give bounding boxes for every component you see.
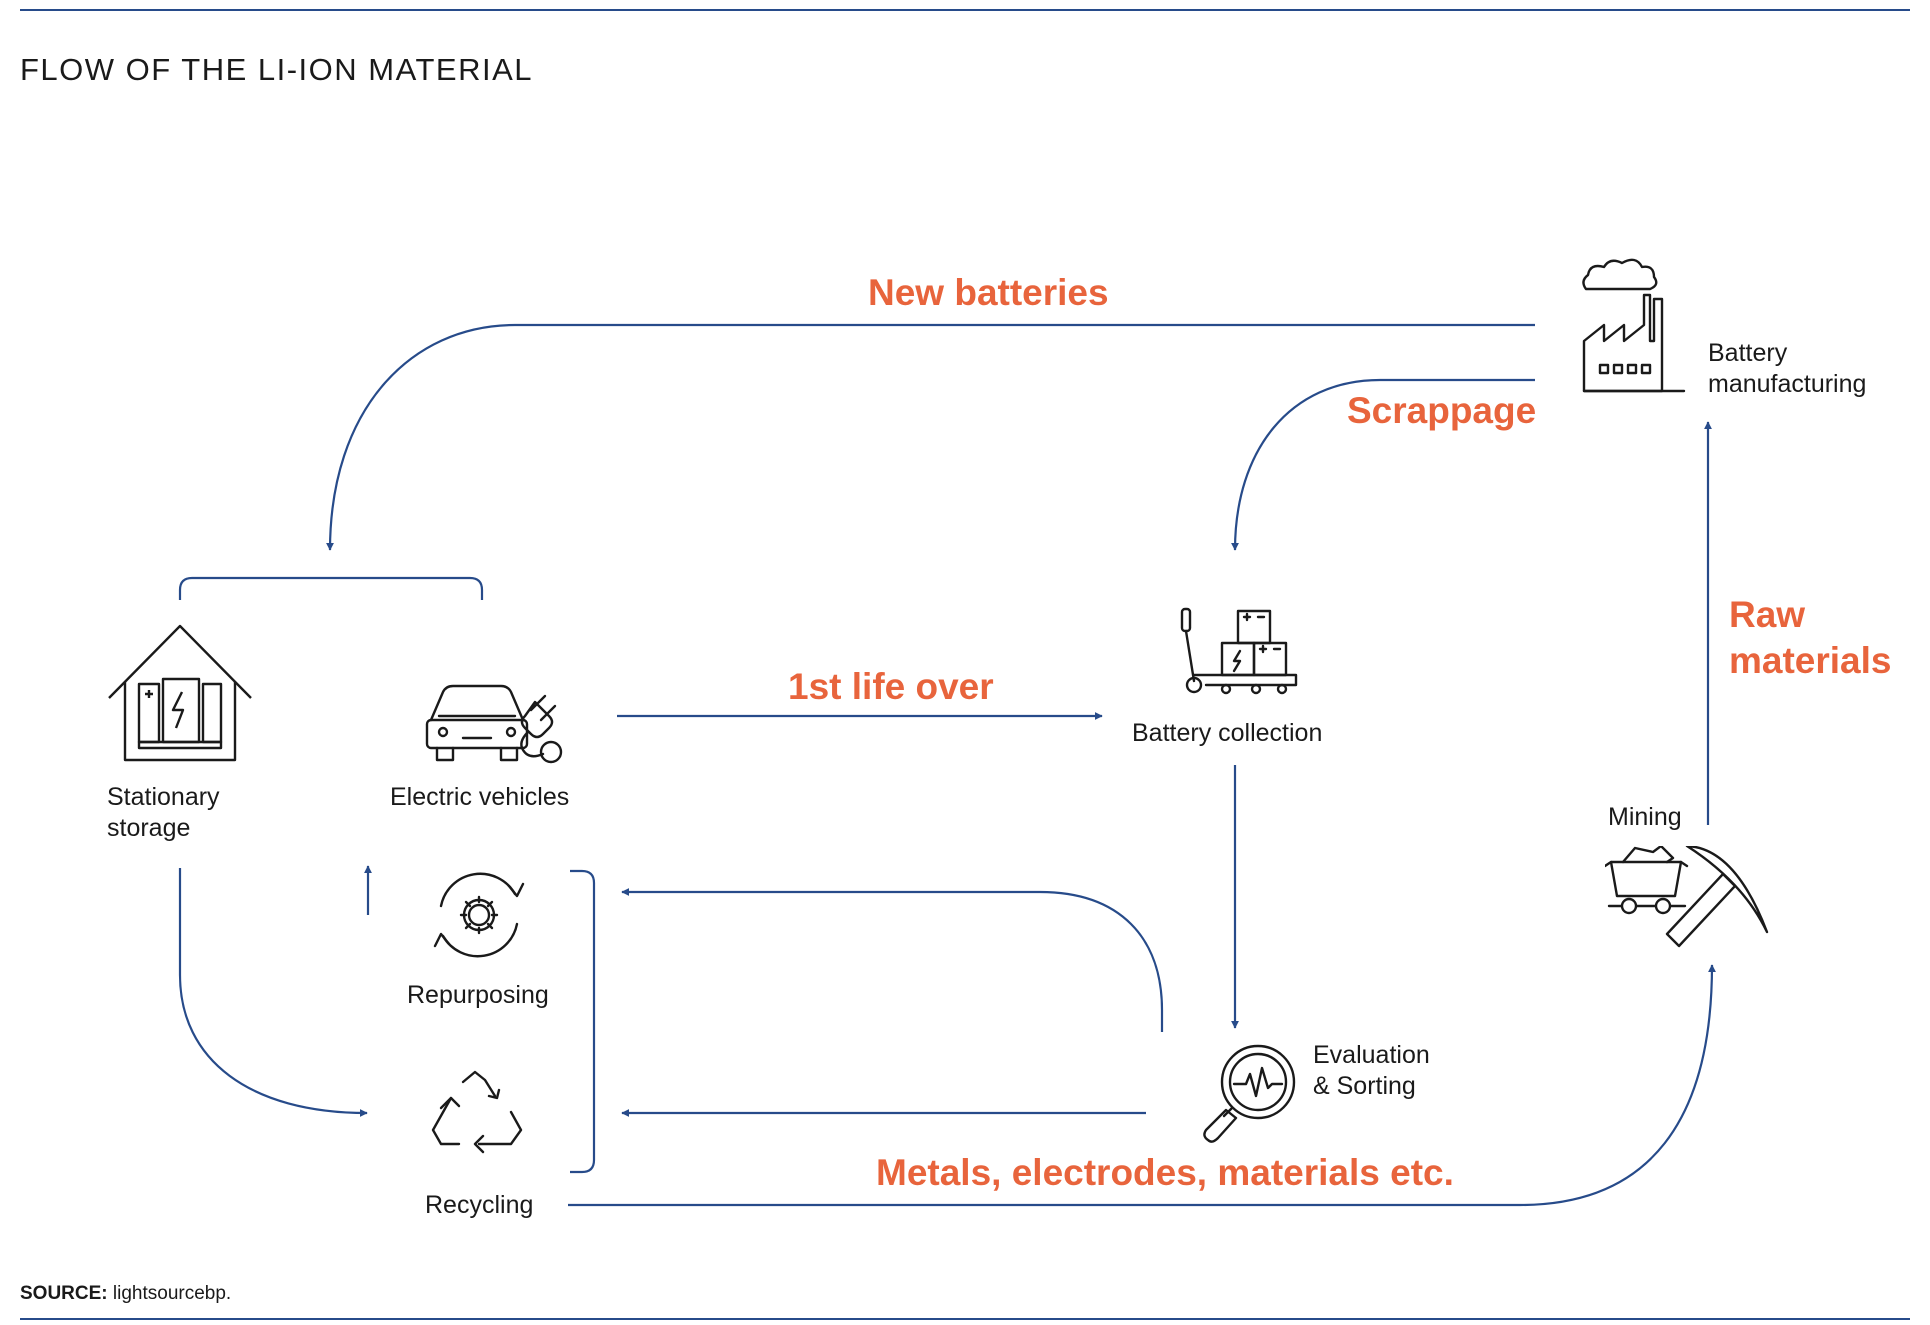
metals-label: Metals, electrodes, materials etc. xyxy=(876,1152,1454,1193)
magnifier-pulse-icon xyxy=(1203,1044,1296,1143)
scrappage-arrow xyxy=(1231,378,1535,551)
gear-cycle-icon xyxy=(433,872,525,958)
page-title: FLOW OF THE LI-ION MATERIAL xyxy=(20,52,534,87)
mine-cart-pickaxe-icon xyxy=(1605,846,1769,948)
factory-icon xyxy=(1582,258,1686,393)
source-note: SOURCE: lightsourcebp. xyxy=(20,1283,231,1305)
source-prefix: SOURCE: xyxy=(20,1283,108,1304)
repurposing-recycling-bracket xyxy=(570,869,596,1174)
bottom-rule xyxy=(20,1318,1910,1320)
mining-label: Mining xyxy=(1608,803,1682,831)
new-batteries-arrow xyxy=(326,323,1535,551)
recycle-icon xyxy=(431,1070,523,1154)
repurposing-label: Repurposing xyxy=(407,981,549,1009)
stationary-storage-label: Stationary storage xyxy=(107,783,220,842)
ev-storage-bracket xyxy=(178,576,484,600)
battery-manufacturing-label: Battery manufacturing xyxy=(1708,339,1867,398)
top-rule xyxy=(20,9,1910,11)
house-battery-icon xyxy=(108,624,252,762)
ev-car-plug-icon xyxy=(425,684,563,764)
scrappage-label: Scrappage xyxy=(1347,390,1537,431)
new-batteries-label: New batteries xyxy=(868,272,1109,313)
first-life-over-label: 1st life over xyxy=(788,666,994,707)
battery-collection-label: Battery collection xyxy=(1132,719,1323,747)
storage-to-recycling-arrow xyxy=(178,868,368,1117)
evaluation-to-repurposing-arrow xyxy=(621,888,1164,1032)
raw-materials-label: Raw materials xyxy=(1729,594,1892,681)
metals-to-mining-arrow xyxy=(568,964,1716,1207)
recycling-label: Recycling xyxy=(425,1191,534,1219)
pallet-jack-icon xyxy=(1180,607,1298,695)
electric-vehicles-label: Electric vehicles xyxy=(390,783,570,811)
evaluation-sorting-label: Evaluation & Sorting xyxy=(1313,1041,1430,1100)
source-text: lightsourcebp. xyxy=(107,1283,232,1304)
